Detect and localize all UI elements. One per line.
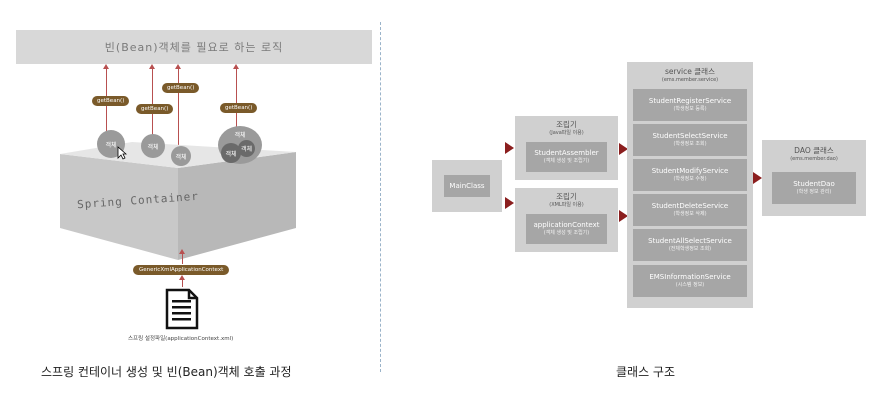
getbean-label: getBean(): [220, 103, 258, 113]
assembler-sub: (Java파일 이용): [549, 130, 584, 136]
service-item: StudentRegisterService(학생정보 등록): [633, 89, 747, 121]
assembler-xml-box: 조립기 (XML파일 이용) applicationContext (객체 생성…: [515, 188, 618, 252]
service-item: StudentModifyService(학생정보 수정): [633, 159, 747, 191]
assembler-java-box: 조립기 (Java파일 이용) StudentAssembler (객체 생성 …: [515, 116, 618, 180]
arrow-head: [175, 64, 181, 69]
getbean-label: getBean(): [92, 96, 130, 106]
bean-object: 객체: [238, 140, 255, 157]
config-file-caption: 스프링 설정파일(applicationContext.xml): [128, 336, 234, 342]
left-caption: 스프링 컨테이너 생성 및 빈(Bean)객체 호출 과정: [41, 365, 292, 379]
service-item: EMSInformationService(시스템 정보): [633, 265, 747, 297]
loader-label: GenericXmlApplicationContext: [133, 265, 230, 275]
spring-container-box: [60, 142, 296, 260]
bean-object: 객체: [171, 146, 191, 166]
service-title: service 클래스: [665, 67, 715, 76]
service-box: service 클래스 (ems.member.service) Student…: [627, 62, 753, 308]
getbean-label: getBean(): [136, 104, 174, 114]
panel-divider: [380, 22, 381, 372]
bean-object: 객체: [141, 134, 165, 158]
arrow-head: [103, 64, 109, 69]
dao-title: DAO 클래스: [794, 146, 834, 155]
mainclass-box: MainClass: [432, 160, 502, 212]
arrow-head: [233, 64, 239, 69]
dao-inner: StudentDao (학생 정보 관리): [772, 172, 856, 204]
call-line: [236, 66, 237, 128]
service-sub: (ems.member.service): [661, 77, 719, 83]
call-line: [178, 66, 179, 148]
assembler-title: 조립기: [556, 192, 577, 201]
assembler-inner: applicationContext (객체 생성 및 조립기): [526, 214, 607, 244]
flow-arrow: [619, 143, 628, 155]
flow-arrow: [505, 142, 514, 154]
load-line: [182, 277, 183, 287]
service-item: StudentAllSelectService(전체학생정보 조회): [633, 229, 747, 261]
right-caption: 클래스 구조: [616, 365, 676, 379]
arrow-head: [149, 64, 155, 69]
cursor-icon: [117, 146, 127, 160]
assembler-inner: StudentAssembler (객체 생성 및 조립기): [526, 142, 607, 172]
dao-box: DAO 클래스 (ems.member.dao) StudentDao (학생 …: [762, 140, 866, 216]
logic-bar-text: 빈(Bean)객체를 필요로 하는 로직: [104, 41, 284, 54]
call-line: [152, 66, 153, 136]
arrow-head: [179, 249, 185, 254]
assembler-sub: (XML파일 이용): [549, 202, 584, 208]
flow-arrow: [505, 197, 514, 209]
arrow-head: [179, 275, 185, 280]
logic-bar: 빈(Bean)객체를 필요로 하는 로직: [16, 30, 372, 64]
assembler-title: 조립기: [556, 120, 577, 129]
service-item: StudentDeleteService(학생정보 삭제): [633, 194, 747, 226]
bean-object: 객체: [221, 143, 241, 163]
mainclass-inner: MainClass: [444, 175, 490, 197]
flow-arrow: [619, 210, 628, 222]
dao-sub: (ems.member.dao): [790, 156, 838, 162]
getbean-label: getBean(): [162, 83, 200, 93]
flow-arrow: [753, 172, 762, 184]
document-icon: [165, 288, 199, 330]
load-line: [182, 252, 183, 264]
service-item: StudentSelectService(학생정보 조회): [633, 124, 747, 156]
